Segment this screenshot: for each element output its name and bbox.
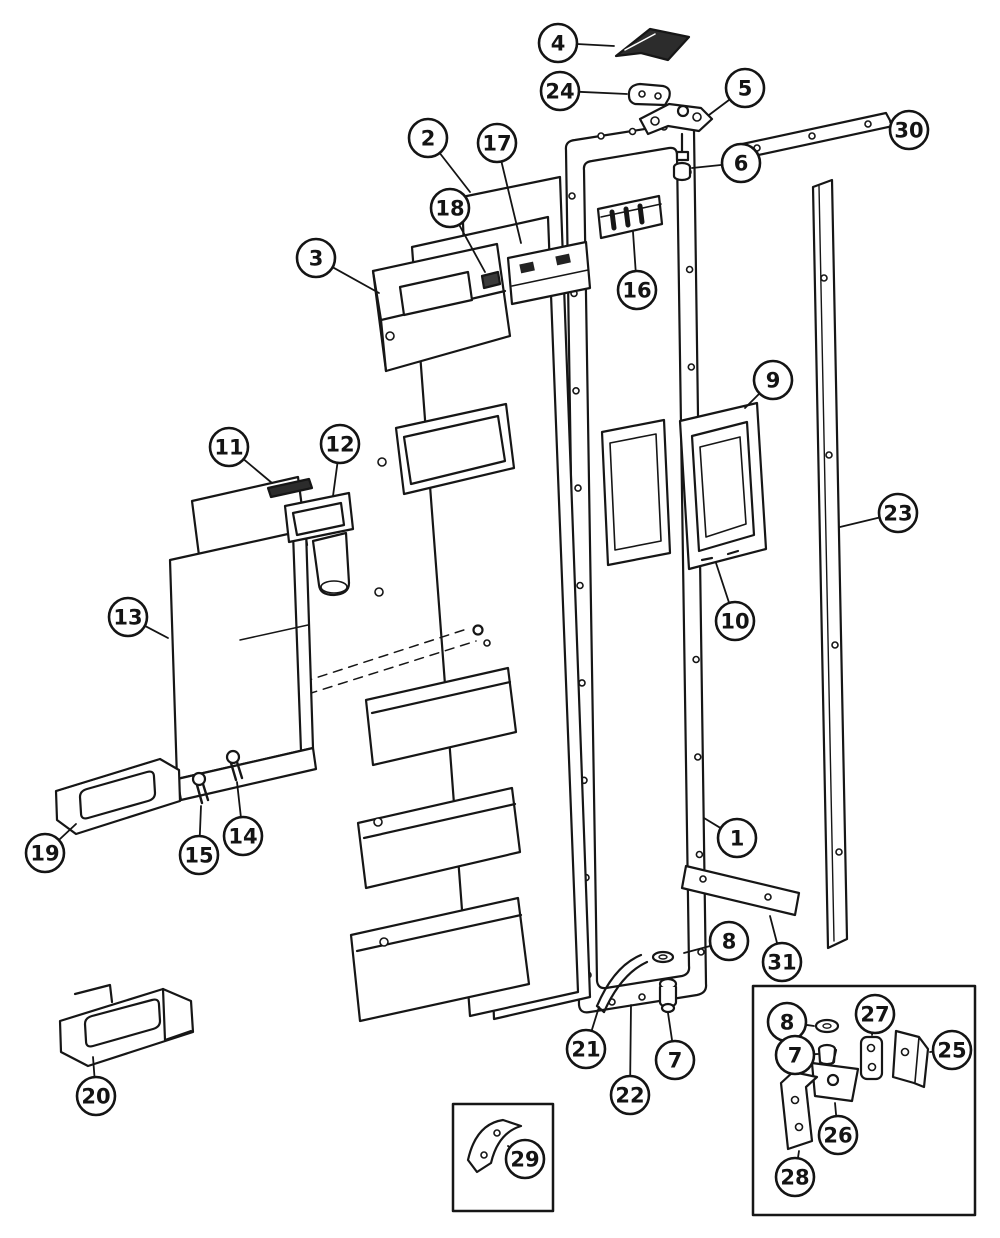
- part-screw-14: [225, 749, 244, 782]
- callout-number-7: 7: [668, 1049, 683, 1073]
- callout-number-28: 28: [780, 1166, 809, 1190]
- part-hinge-nut: [672, 161, 692, 182]
- part-handle-trim: [596, 194, 664, 240]
- part-hinge-cover: [614, 27, 691, 62]
- part-fill-strip: [266, 477, 314, 499]
- callout-number-30: 30: [894, 119, 923, 143]
- callout-number-16: 16: [622, 279, 651, 303]
- part-door-shelf-lower: [58, 983, 195, 1068]
- part-hinge-shim: [627, 82, 671, 107]
- callout-31: 31: [761, 915, 803, 983]
- callout-number-27: 27: [860, 1003, 889, 1027]
- callout-2: 2: [407, 117, 471, 193]
- callout-1: 1: [703, 817, 758, 859]
- part-dispenser-frame: [678, 401, 768, 571]
- callout-8: 8: [683, 920, 750, 962]
- callout-28: 28: [774, 1150, 816, 1198]
- callout-number-19: 19: [30, 842, 59, 866]
- part-ice-bin: [168, 475, 318, 802]
- callout-number-20: 20: [81, 1085, 110, 1109]
- callout-18: 18: [429, 187, 486, 273]
- callout-22: 22: [609, 1004, 651, 1116]
- callout-7-inset: 7: [774, 1034, 819, 1076]
- callout-6: 6: [691, 142, 762, 184]
- callout-number-1: 1: [730, 827, 745, 851]
- callout-number-5: 5: [738, 77, 753, 101]
- callout-number-31: 31: [767, 951, 796, 975]
- callout-23: 23: [839, 492, 919, 534]
- callout-number-17: 17: [482, 132, 511, 156]
- callout-number-26: 26: [823, 1124, 852, 1148]
- callout-number-2: 2: [421, 127, 436, 151]
- part-control-module: [506, 240, 592, 306]
- callout-20: 20: [75, 1056, 117, 1117]
- callout-number-21: 21: [571, 1038, 600, 1062]
- callout-number-7-inset: 7: [788, 1044, 803, 1068]
- part-top-hinge: [638, 102, 714, 162]
- callout-19: 19: [24, 823, 77, 874]
- callout-30: 30: [888, 109, 930, 151]
- callout-number-23: 23: [883, 502, 912, 526]
- callout-number-18: 18: [435, 197, 464, 221]
- callout-number-8: 8: [722, 930, 737, 954]
- callout-number-24: 24: [545, 80, 574, 104]
- part-retainer-clip: [480, 270, 502, 290]
- callout-number-13: 13: [113, 606, 142, 630]
- part-grommet-washer: [651, 950, 678, 1014]
- callout-7: 7: [654, 1012, 696, 1081]
- callout-14: 14: [222, 781, 264, 857]
- callout-25: 25: [929, 1029, 973, 1071]
- part-ice-chute: [283, 491, 355, 597]
- callout-number-11: 11: [214, 436, 243, 460]
- callout-4: 4: [537, 22, 615, 64]
- callout-number-22: 22: [615, 1084, 644, 1108]
- callout-13: 13: [107, 596, 169, 639]
- part-door-shelf-upper: [54, 757, 182, 836]
- callout-number-14: 14: [228, 825, 257, 849]
- callout-5: 5: [708, 67, 766, 116]
- callout-12: 12: [319, 423, 361, 497]
- callout-11: 11: [208, 426, 273, 484]
- callout-29: 29: [504, 1138, 546, 1180]
- callout-number-6: 6: [734, 152, 749, 176]
- callout-17: 17: [476, 122, 522, 244]
- callout-27: 27: [854, 993, 896, 1036]
- part-freezer-shelf-panel: [302, 215, 580, 1023]
- callout-10: 10: [714, 562, 756, 642]
- part-hinge-strip-bottom: [680, 864, 801, 917]
- callout-number-3: 3: [309, 247, 324, 271]
- callout-number-15: 15: [184, 844, 213, 868]
- part-screw-15: [191, 771, 210, 805]
- callout-number-4: 4: [551, 32, 566, 56]
- callout-number-12: 12: [325, 433, 354, 457]
- callout-number-29: 29: [510, 1148, 539, 1172]
- callout-9: 9: [744, 359, 794, 409]
- callout-number-8-inset: 8: [780, 1011, 795, 1035]
- callout-21: 21: [565, 1006, 607, 1070]
- part-trim-strip-right: [811, 178, 849, 950]
- callout-15: 15: [178, 805, 220, 876]
- callout-26: 26: [817, 1102, 859, 1156]
- callout-number-9: 9: [766, 369, 781, 393]
- part-liner-recess: [600, 418, 672, 567]
- callout-24: 24: [539, 70, 628, 112]
- callout-3: 3: [295, 237, 380, 294]
- callout-number-25: 25: [937, 1039, 966, 1063]
- callout-16: 16: [616, 231, 658, 311]
- callout-number-10: 10: [720, 610, 749, 634]
